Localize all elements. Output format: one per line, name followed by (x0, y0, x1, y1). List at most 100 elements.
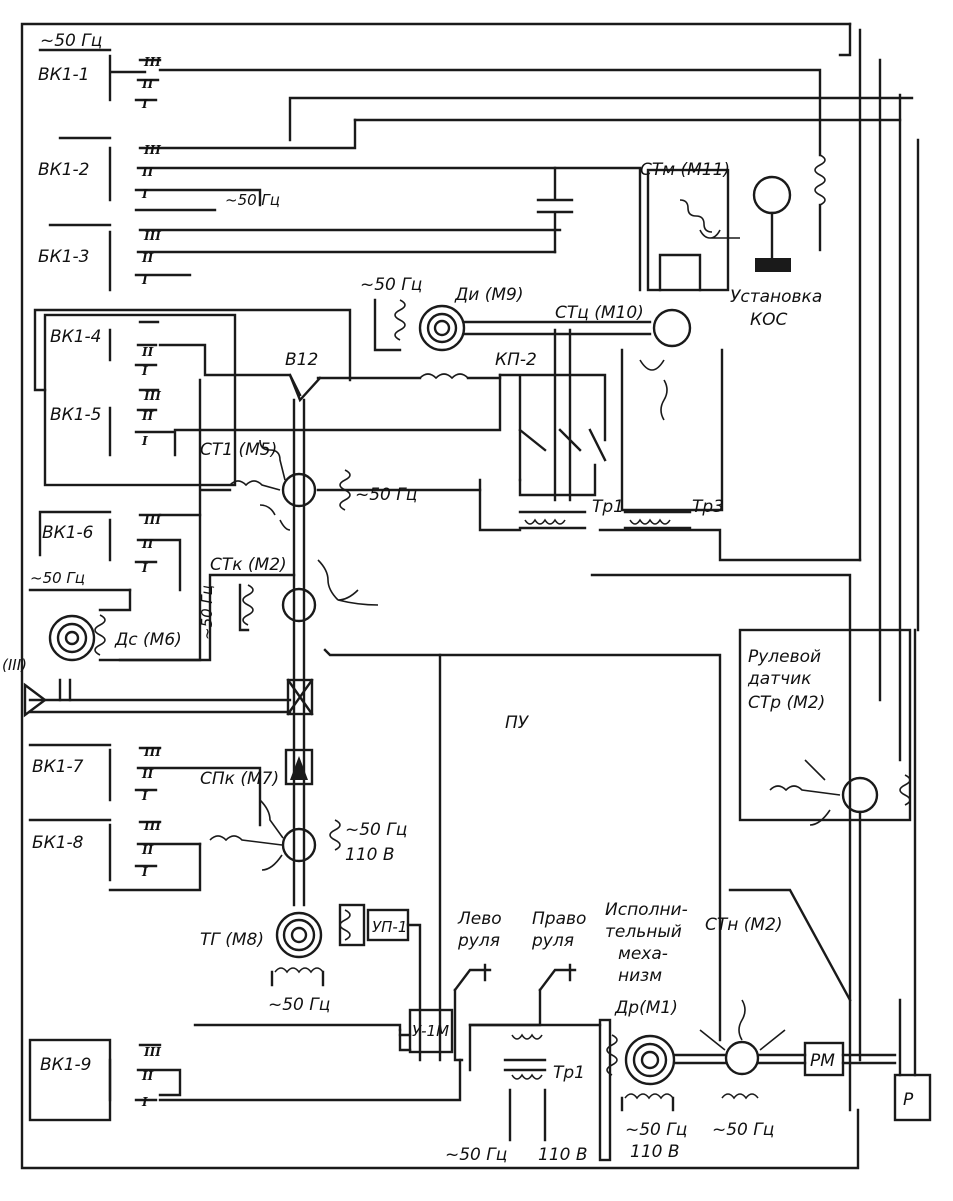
label-di-m9: Ди (М9) (454, 285, 523, 305)
label-tg-m8: ТГ (М8) (200, 930, 264, 950)
vk1-2-ii: II (141, 165, 154, 179)
freq-st1: ~50 Гц (355, 485, 417, 505)
vk1-8-ii: II (141, 843, 154, 857)
rudder-sensor-str-m2 (738, 628, 912, 1062)
vk1-5-iii: III (143, 389, 161, 403)
vk1-7-iii: III (143, 745, 161, 759)
vk1-2-switch (58, 118, 642, 292)
freq-bottom: ~50 Гц (445, 1145, 507, 1165)
vk1-1-ii: II (141, 77, 154, 91)
voltage-spk: 110 В (345, 845, 395, 865)
stn-m2-synchro (672, 888, 852, 1100)
label-mech-line1: Исполни- (605, 900, 688, 920)
stc-m10-synchro (620, 308, 724, 512)
vk1-4-5-switch (33, 308, 502, 487)
tg-m8-tachogenerator (270, 911, 325, 987)
label-u1m: У-1М (412, 1022, 449, 1040)
freq-stn: ~50 Гц (712, 1120, 774, 1140)
freq-di: ~50 Гц (360, 275, 422, 295)
vk1-3-iii: III (143, 229, 161, 243)
label-tr1-bottom: Тр1 (553, 1063, 585, 1083)
ds-m6-motor (48, 573, 296, 662)
vk1-1-switch (38, 48, 822, 157)
vk1-7-8-switch (28, 743, 262, 892)
label-kos-line2: КОС (750, 310, 787, 330)
label-dr-m1: Др(М1) (614, 998, 678, 1018)
label-stn-m2: СТн (М2) (705, 915, 783, 935)
label-mech-line3: меха- (618, 944, 668, 964)
kp2-relay (478, 328, 692, 532)
vk1-8-iii: III (143, 819, 161, 833)
label-rm: РМ (810, 1051, 835, 1071)
label-vk1-7: ВК1-7 (32, 757, 84, 777)
label-pravo-line2: руля (531, 931, 574, 951)
label-mech-line2: тельный (605, 922, 682, 942)
capacitor-symbol (536, 166, 574, 254)
vk1-4-ii: II (141, 345, 154, 359)
freq-mid: ~50 Гц (225, 191, 280, 209)
freq-vk1-6: ~50 Гц (30, 569, 85, 587)
label-p: Р (903, 1090, 914, 1110)
label-levo-line1: Лево (457, 909, 502, 929)
label-pravo-line1: Право (532, 909, 586, 929)
freq-top-left: ~50 Гц (40, 31, 102, 51)
vk1-4-i: I (141, 364, 148, 378)
label-rudder-line2: датчик (747, 669, 812, 689)
contact-numerals: III II I III II I III II I II I III II I… (141, 55, 161, 1109)
label-st1-m5: СТ1 (М5) (200, 440, 277, 460)
vk1-5-i: I (141, 434, 148, 448)
vk1-1-i: I (141, 97, 148, 111)
label-pu: ПУ (505, 713, 530, 733)
label-rudder-line1: Рулевой (748, 647, 821, 667)
rm-reducer (803, 1041, 897, 1077)
label-stc-m10: СТц (М10) (555, 303, 644, 323)
label-kos-line1: Установка (730, 287, 822, 307)
vk1-6-i: I (141, 561, 148, 575)
vk1-9-switch (28, 1038, 462, 1122)
up1-amplifier (338, 903, 422, 1062)
label-kp2: КП-2 (495, 350, 537, 370)
label-vk1-3: БК1-3 (38, 247, 90, 267)
vk1-2-iii: III (143, 143, 161, 157)
label-rudder-line3: СТр (М2) (748, 693, 825, 713)
spk-m7-differential (284, 748, 314, 786)
label-vk1-2: ВК1-2 (38, 160, 90, 180)
di-m9-motor (373, 298, 652, 352)
vk1-3-switch (48, 223, 562, 292)
vk1-9-iii: III (143, 1045, 161, 1059)
freq-tg: ~50 Гц (268, 995, 330, 1015)
st1-m5-synchro (118, 378, 482, 662)
diagram-labels: ~50 Гц ВК1-1 ВК1-2 ~50 Гц БК1-3 ВК1-4 ВК… (2, 31, 914, 1165)
label-mech-line4: низм (618, 966, 662, 986)
outer-frame (20, 22, 920, 1170)
voltage-dr: 110 В (630, 1142, 680, 1162)
vk1-2-i: I (141, 187, 148, 201)
p-block (893, 628, 932, 1122)
u1m-amplifier (193, 1008, 454, 1054)
vk1-8-i: I (141, 865, 148, 879)
voltage-bottom: 110 В (538, 1145, 588, 1165)
b12-selector (288, 373, 322, 403)
label-vk1-8: БК1-8 (32, 833, 84, 853)
freq-spk: ~50 Гц (345, 820, 407, 840)
label-spk-m7: СПк (М7) (200, 769, 279, 789)
label-vk1-4: ВК1-4 (50, 327, 102, 347)
vk1-3-ii: II (141, 251, 154, 265)
pu-panel (438, 528, 862, 1112)
vk1-6-iii: III (143, 513, 161, 527)
label-tr3: Тр3 (692, 497, 724, 517)
vk1-9-i: I (141, 1095, 148, 1109)
label-stm-m11: СТм (М11) (640, 160, 730, 180)
freq-dr: ~50 Гц (625, 1120, 687, 1140)
vk1-6-ii: II (141, 537, 154, 551)
label-vk1-5: ВК1-5 (50, 405, 102, 425)
vk1-7-ii: II (141, 767, 154, 781)
label-up1: УП-1 (372, 918, 407, 936)
rudder-switches (453, 963, 602, 1142)
stm-m11-synchro (646, 154, 826, 292)
label-vk1-6: ВК1-6 (42, 523, 94, 543)
lower-synchro (209, 799, 341, 871)
label-vk1-1: ВК1-1 (38, 65, 90, 85)
vk1-5-ii: II (141, 409, 154, 423)
